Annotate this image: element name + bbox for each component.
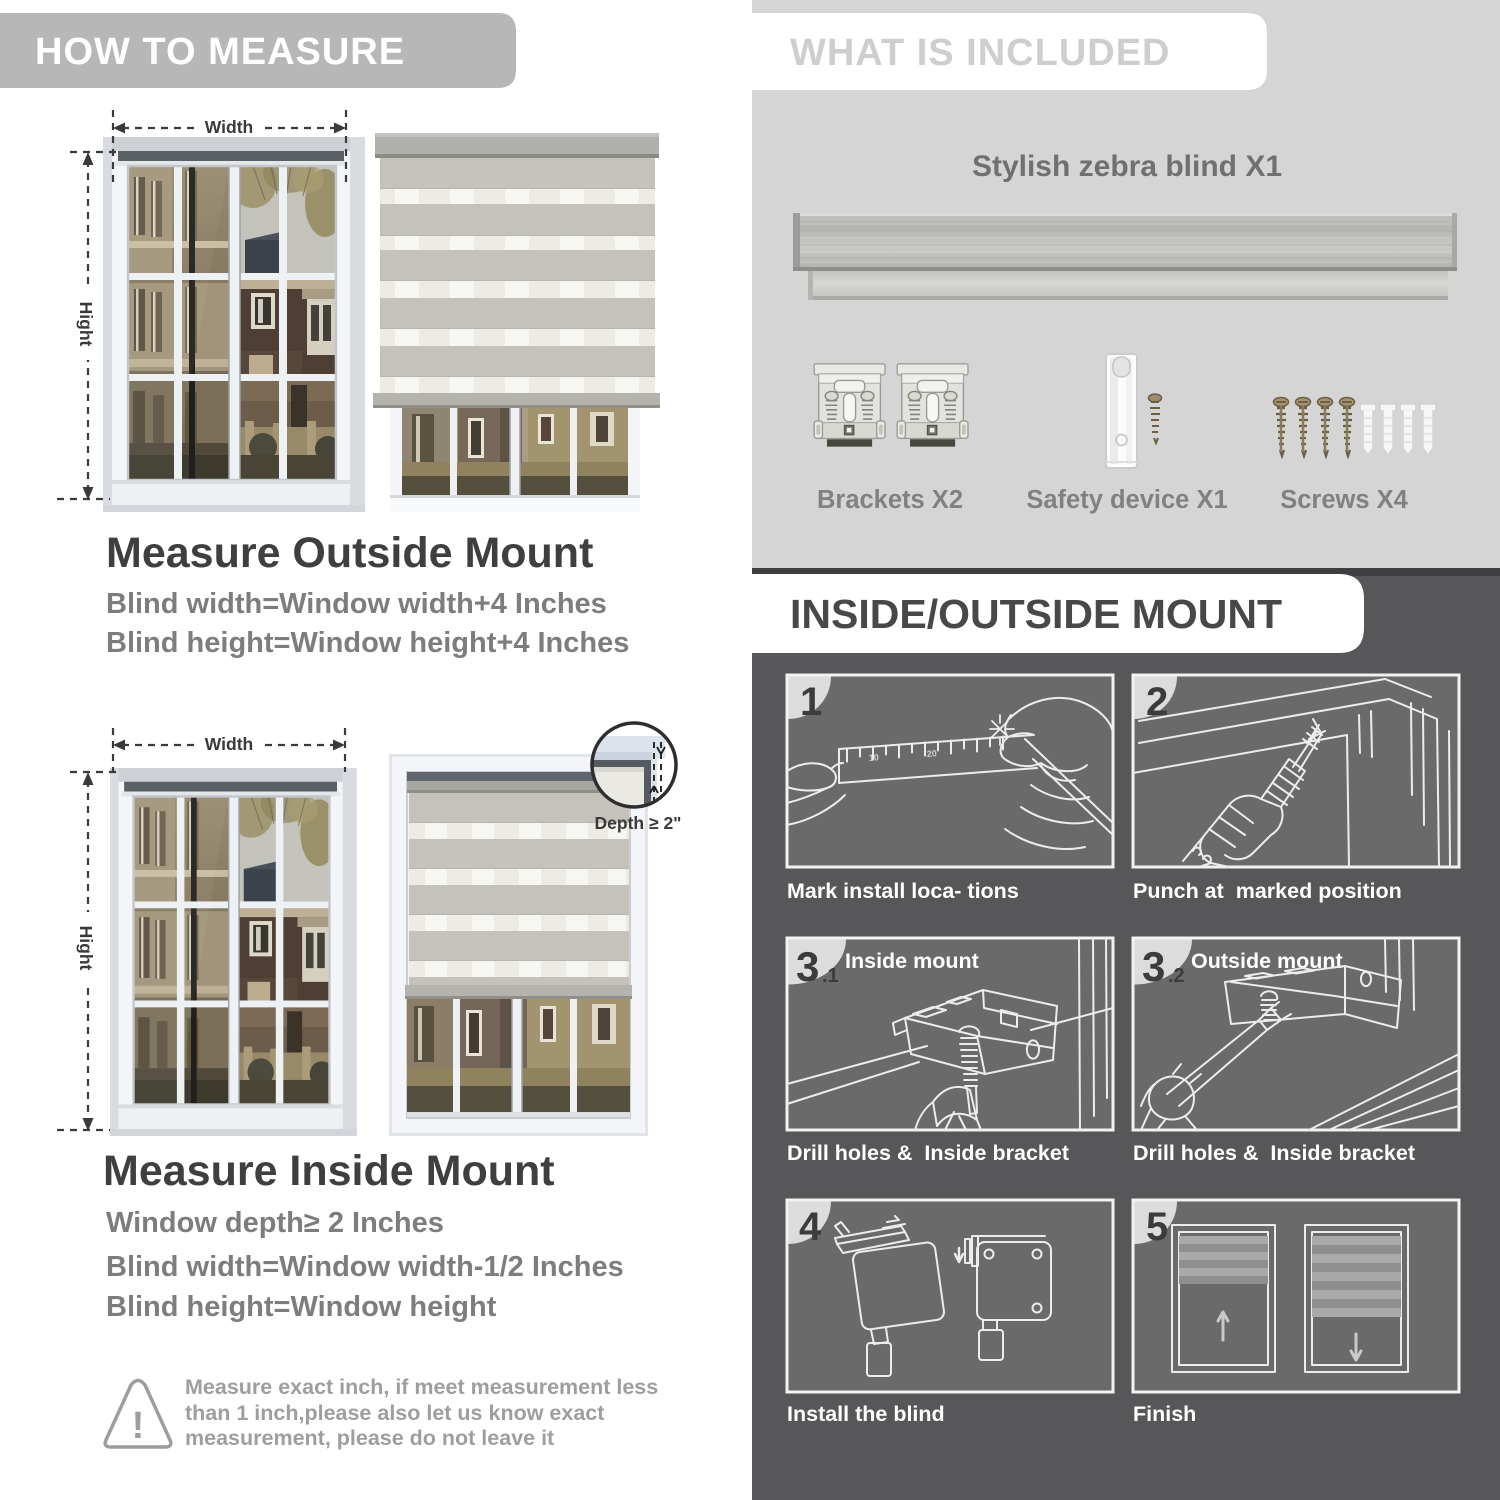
svg-text:.1: .1 (822, 965, 839, 987)
svg-text:Width: Width (205, 117, 253, 137)
svg-text:HOW TO MEASURE: HOW TO MEASURE (35, 31, 405, 73)
svg-text:.2: .2 (1168, 965, 1185, 987)
svg-text:Measure Inside Mount: Measure Inside Mount (103, 1147, 555, 1195)
svg-text:WHAT IS INCLUDED: WHAT IS INCLUDED (790, 32, 1171, 74)
svg-text:Measure Outside Mount: Measure Outside Mount (106, 529, 593, 577)
svg-text:Install the blind: Install the blind (787, 1402, 945, 1426)
svg-text:Measure exact inch, if meet me: Measure exact inch, if meet measurement … (185, 1375, 658, 1399)
svg-text:INSIDE/OUTSIDE MOUNT: INSIDE/OUTSIDE MOUNT (790, 591, 1282, 637)
svg-text:Finish: Finish (1133, 1402, 1196, 1426)
svg-text:than 1 inch,please also let us: than 1 inch,please also let us know exac… (185, 1401, 604, 1425)
svg-text:Blind height=Window height: Blind height=Window height (106, 1291, 497, 1323)
svg-text:Screws X4: Screws X4 (1280, 486, 1408, 514)
svg-text:Mark install loca- tions: Mark install loca- tions (787, 879, 1019, 903)
svg-text:Inside mount: Inside mount (845, 949, 979, 973)
svg-text:4: 4 (799, 1205, 822, 1249)
svg-text:measurement, please do not lea: measurement, please do not leave it (185, 1426, 554, 1450)
svg-text:Hight: Hight (76, 926, 96, 971)
svg-text:1: 1 (800, 680, 822, 724)
svg-text:5: 5 (1146, 1205, 1168, 1249)
svg-text:Stylish zebra blind X1: Stylish zebra blind X1 (972, 150, 1282, 183)
svg-text:Drill holes & Inside bracket: Drill holes & Inside bracket (787, 1141, 1069, 1165)
svg-text:Drill holes & Inside bracket: Drill holes & Inside bracket (1133, 1141, 1415, 1165)
svg-text:Window depth≥ 2 Inches: Window depth≥ 2 Inches (106, 1207, 444, 1239)
svg-text:Safety device X1: Safety device X1 (1026, 486, 1227, 514)
svg-text:3: 3 (1142, 943, 1165, 990)
svg-text:20: 20 (926, 748, 937, 759)
svg-text:Width: Width (205, 734, 253, 754)
svg-text:!: ! (132, 1405, 145, 1447)
svg-text:Blind width=Window width+4 Inc: Blind width=Window width+4 Inches (106, 588, 607, 620)
svg-text:10: 10 (868, 752, 879, 763)
svg-text:Depth ≥ 2": Depth ≥ 2" (595, 813, 682, 833)
svg-text:3: 3 (796, 943, 819, 990)
svg-text:Punch at marked position: Punch at marked position (1133, 879, 1402, 903)
svg-text:Blind height=Window height+4 I: Blind height=Window height+4 Inches (106, 627, 629, 659)
svg-text:Brackets X2: Brackets X2 (817, 486, 963, 514)
svg-text:2: 2 (1146, 680, 1168, 724)
svg-text:Hight: Hight (76, 302, 96, 347)
svg-text:Blind width=Window width-1/2 I: Blind width=Window width-1/2 Inches (106, 1251, 624, 1283)
